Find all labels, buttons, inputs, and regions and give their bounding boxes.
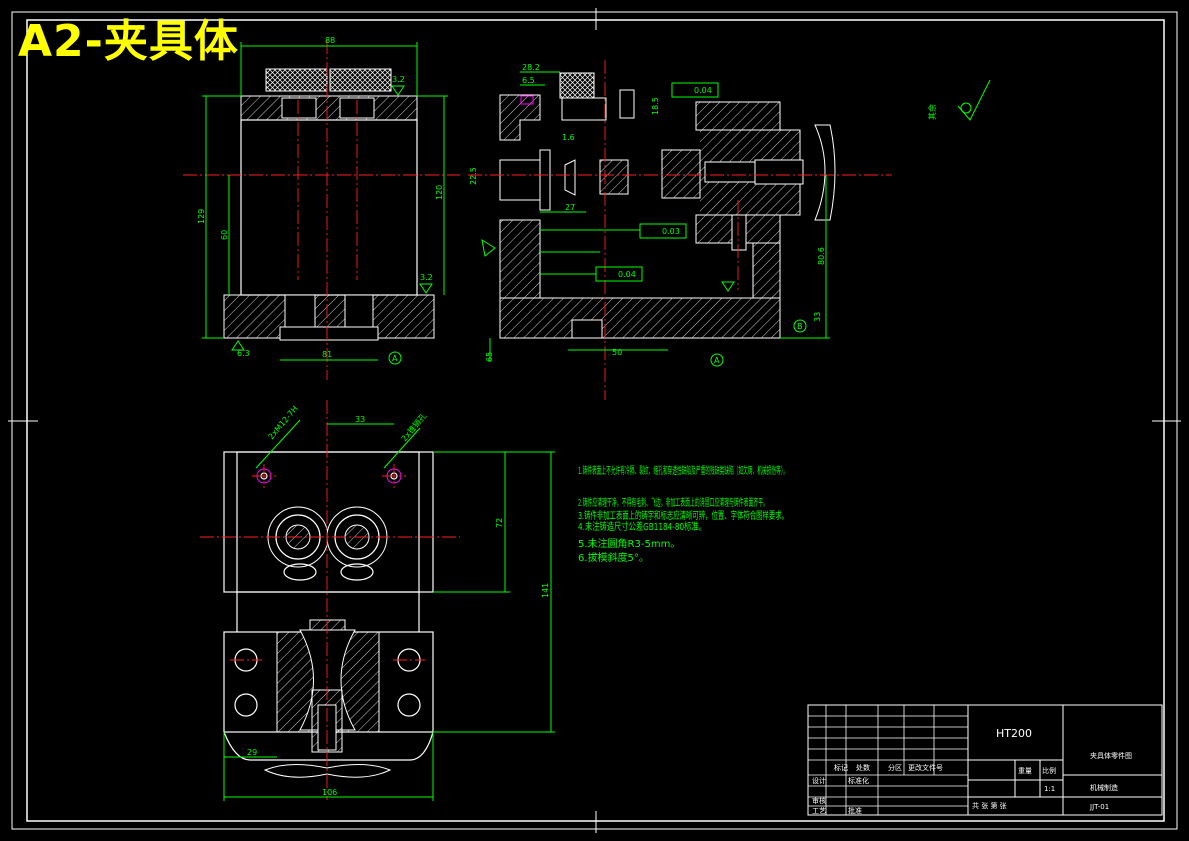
plan-view: 33 2xM12-7H 2x锥销孔 72 141 29 106: [200, 400, 555, 801]
dim-side-a: 28.2: [522, 63, 540, 72]
roughness-a: 3.2: [392, 75, 405, 84]
tol-parallel-2: 0.04: [618, 270, 636, 279]
dim-plan-33: 33: [355, 415, 365, 424]
datum-b: B: [797, 322, 803, 331]
title-block-drawing-no: JJT-01: [1089, 803, 1109, 811]
dim-side-i: 33: [813, 312, 822, 322]
tb-row-2: 标准化: [848, 776, 869, 785]
front-view: 88 129 60 120 81 3.2 3.2 6.3 A: [183, 36, 460, 380]
roughness-other-label: 其余: [927, 104, 937, 120]
title-block-sheet-label: 共 张 第 张: [972, 801, 1007, 810]
hole-label-b: 2x锥销孔: [399, 411, 428, 443]
dim-top-width: 88: [325, 36, 335, 45]
dim-side-c: 18.5: [651, 97, 660, 115]
sheet-inner-border: [26, 19, 1165, 822]
note-5: 5.未注圆角R3-5mm。: [578, 537, 680, 550]
note-6: 6.拔模斜度5°。: [578, 551, 649, 564]
dim-side-h: 80.6: [817, 247, 826, 265]
roughness-b: 3.2: [420, 273, 433, 282]
sheet-outer-border: [11, 11, 1178, 830]
tb-row-4: 工艺: [812, 807, 826, 815]
dim-plan-141: 141: [541, 583, 550, 598]
datum-a-side: A: [714, 356, 720, 365]
dim-plan-29: 29: [247, 748, 257, 757]
note-4: 4.未注铸造尺寸公差GB1184-80标准。: [578, 520, 706, 533]
roughness-other: 其余: [927, 79, 991, 121]
title-block-scale: 1:1: [1044, 785, 1055, 793]
dim-side-f: 50: [612, 348, 622, 357]
tb-row-3: 审核: [812, 796, 826, 805]
title-block-scale-label: 比例: [1042, 766, 1056, 775]
title-block-material: HT200: [996, 727, 1032, 740]
dim-base-bore: 81: [322, 350, 332, 359]
tb-col-3: 分区: [888, 763, 902, 772]
tb-col-1: 标记: [834, 763, 848, 772]
drawing-title: A2-夹具体: [18, 16, 239, 67]
dim-side-j: 27: [565, 203, 575, 212]
dim-plan-72: 72: [495, 518, 504, 528]
dim-side-e: 1.6: [562, 133, 575, 142]
title-block-company: 机械制造: [1090, 783, 1118, 792]
centring-marks: [8, 8, 1181, 833]
note-2: 2.铸件应清理干净，不得有毛刺、飞边，非加工表面上的浇冒口应清理与铸件表面齐平。: [578, 496, 768, 509]
tb-row-1: 设计: [812, 776, 826, 785]
dim-side-d: 22.5: [469, 167, 478, 185]
tb-row-5: 批准: [848, 806, 862, 815]
title-block-name: 夹具体零件图: [1090, 751, 1132, 760]
note-1: 1.铸件表面上不允许有冷隔、裂纹、缩孔和穿透性缺陷及严重的残缺类缺陷（如欠铸、机…: [578, 464, 788, 477]
dim-side-b: 6.5: [522, 76, 535, 85]
technical-notes: 1.铸件表面上不允许有冷隔、裂纹、缩孔和穿透性缺陷及严重的残缺类缺陷（如欠铸、机…: [578, 464, 788, 564]
datum-a-front: A: [392, 354, 398, 363]
dim-side-height: 120: [435, 185, 444, 200]
roughness-c: 6.3: [237, 349, 250, 358]
side-view: 0.04 0.03 0.04 28.2 6.5 18.5 22.5 1.6 27…: [468, 60, 892, 400]
dim-front-height: 129: [197, 209, 206, 224]
tol-parallel: 0.04: [694, 86, 712, 95]
dim-side-g: 65: [485, 352, 494, 362]
dim-plan-106: 106: [322, 788, 337, 797]
title-block: [807, 704, 1163, 816]
tb-col-4: 更改文件号: [908, 763, 943, 772]
tb-col-2: 处数: [856, 763, 870, 772]
note-3: 3.铸件非加工表面上的铸字和标志应清晰可辨，位置、字体符合图样要求。: [578, 509, 788, 522]
dim-front-inner: 60: [220, 230, 229, 240]
tol-perp: 0.03: [662, 227, 680, 236]
title-block-weight-label: 重量: [1018, 767, 1032, 775]
hole-label-a: 2xM12-7H: [267, 404, 300, 441]
